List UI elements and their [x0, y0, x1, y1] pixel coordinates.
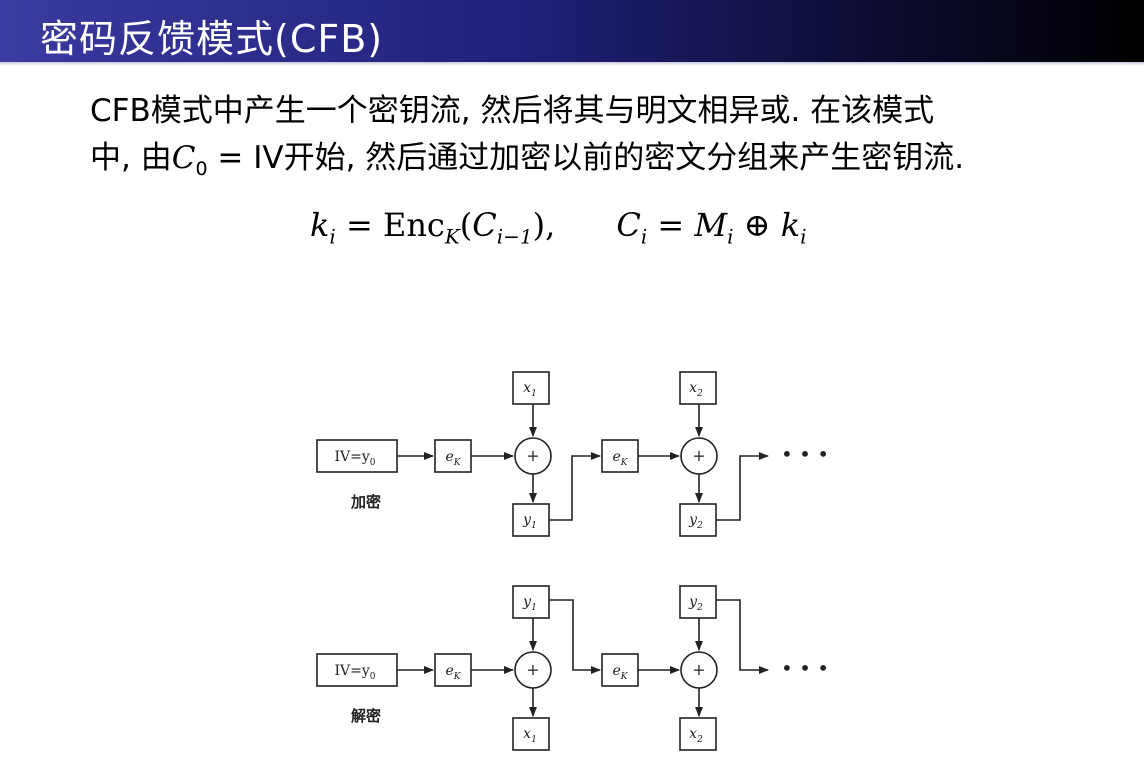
enc-ek1-e: e — [445, 449, 453, 465]
title-underline — [0, 62, 1144, 66]
dec-plus-1: + — [526, 660, 539, 679]
enc-x2-box — [679, 371, 717, 405]
enc-plus-2: + — [692, 446, 705, 465]
enc-ek1-k: K — [453, 458, 462, 468]
enc-plus-1: + — [526, 446, 539, 465]
svg-text:y2: y2 — [688, 512, 703, 531]
dec-x1-idx: 1 — [531, 735, 537, 745]
paragraph-line-2-end: = IV开始, 然后通过加密以前的密文分组来产生密钥流. — [207, 140, 965, 176]
paragraph-line-1: CFB模式中产生一个密钥流, 然后将其与明文相异或. 在该模式 — [90, 93, 935, 129]
dec-plus-2: + — [692, 660, 705, 679]
encrypt-label: 加密 — [350, 493, 381, 511]
formula-c: C — [616, 206, 641, 244]
enc-x1-label: x — [523, 380, 531, 396]
dec-iv-label: IV=y0 — [334, 663, 375, 682]
decrypt-label: 解密 — [351, 707, 381, 725]
dec-x2-idx: 2 — [696, 735, 703, 745]
formula-enc-key: K — [444, 224, 460, 249]
paragraph-line-2: 中, 由C0 = IV开始, 然后通过加密以前的密文分组来产生密钥流. — [90, 135, 1080, 193]
enc-ellipsis: • • • — [781, 442, 829, 466]
svg-text:y1: y1 — [522, 594, 537, 613]
dec-y2-idx: 2 — [696, 603, 703, 613]
dec-y1-box — [512, 585, 550, 619]
cfb-formula: ki = EncK(Ci−1), Ci = Mi ⊕ ki — [310, 206, 807, 249]
enc-y1-label: y — [522, 512, 532, 528]
formula-c-prev: C — [472, 206, 497, 244]
enc-y2-label: y — [688, 512, 698, 528]
svg-text:x1: x1 — [523, 726, 537, 745]
dec-x2-label: x — [689, 726, 697, 742]
svg-text:eK: eK — [612, 663, 628, 682]
enc-ek2-e: e — [612, 449, 620, 465]
c-subscript: 0 — [195, 158, 208, 181]
formula-m-sub: i — [727, 224, 734, 249]
cfb-block-diagram: IV=y0 eK + x1 y1 eK + x2 y2 • • • 加密 IV=… — [316, 371, 829, 751]
formula-c-sub: i — [640, 224, 648, 249]
enc-x2-label: x — [689, 380, 697, 396]
enc-x2-idx: 2 — [696, 389, 703, 399]
dec-y2-box — [679, 585, 717, 619]
formula-m: M — [694, 206, 728, 244]
dec-y1-label: y — [522, 594, 532, 610]
svg-text:y1: y1 — [522, 512, 537, 531]
dec-ek1-k: K — [453, 672, 462, 682]
svg-text:x1: x1 — [523, 380, 537, 399]
enc-y2-idx: 2 — [696, 521, 703, 531]
formula-eq-1: = — [345, 206, 373, 244]
formula-enc: Enc — [382, 206, 445, 244]
dec-ek1-e: e — [445, 663, 453, 679]
c-symbol: C — [171, 140, 196, 176]
enc-iv-label: IV=y0 — [334, 449, 375, 468]
formula-eq-2: = — [657, 206, 685, 244]
enc-x1-box — [512, 371, 550, 405]
formula-k: k — [310, 206, 330, 244]
svg-text:y2: y2 — [688, 594, 703, 613]
dec-ek2-e: e — [612, 663, 620, 679]
title-bar: 密码反馈模式(CFB) — [0, 0, 1144, 66]
dec-x1-box — [512, 717, 550, 751]
svg-text:x2: x2 — [689, 726, 703, 745]
enc-x1-idx: 1 — [531, 389, 537, 399]
paragraph-line-2-start: 中, 由 — [90, 140, 172, 176]
description-paragraph: CFB模式中产生一个密钥流, 然后将其与明文相异或. 在该模式 中, 由C0 =… — [90, 88, 1080, 193]
dec-x1-label: x — [523, 726, 531, 742]
dec-y1-idx: 1 — [531, 603, 537, 613]
slide-title: 密码反馈模式(CFB) — [40, 17, 384, 61]
enc-y2-box — [679, 503, 717, 537]
dec-ek2-k: K — [620, 672, 629, 682]
formula-k2-sub: i — [800, 224, 807, 249]
dec-x2-box — [679, 717, 717, 751]
svg-text:x2: x2 — [689, 380, 703, 399]
dec-y2-label: y — [688, 594, 698, 610]
formula-c-prev-sub: i−1 — [496, 224, 533, 249]
formula-k2: k — [780, 206, 801, 244]
formula-k-sub: i — [329, 224, 336, 249]
svg-text:eK: eK — [445, 663, 461, 682]
svg-text:eK: eK — [445, 449, 461, 468]
enc-y1-idx: 1 — [531, 521, 537, 531]
formula-xor: ⊕ — [743, 206, 771, 244]
dec-ellipsis: • • • — [781, 656, 829, 680]
svg-text:eK: eK — [612, 449, 628, 468]
enc-ek2-k: K — [620, 458, 629, 468]
